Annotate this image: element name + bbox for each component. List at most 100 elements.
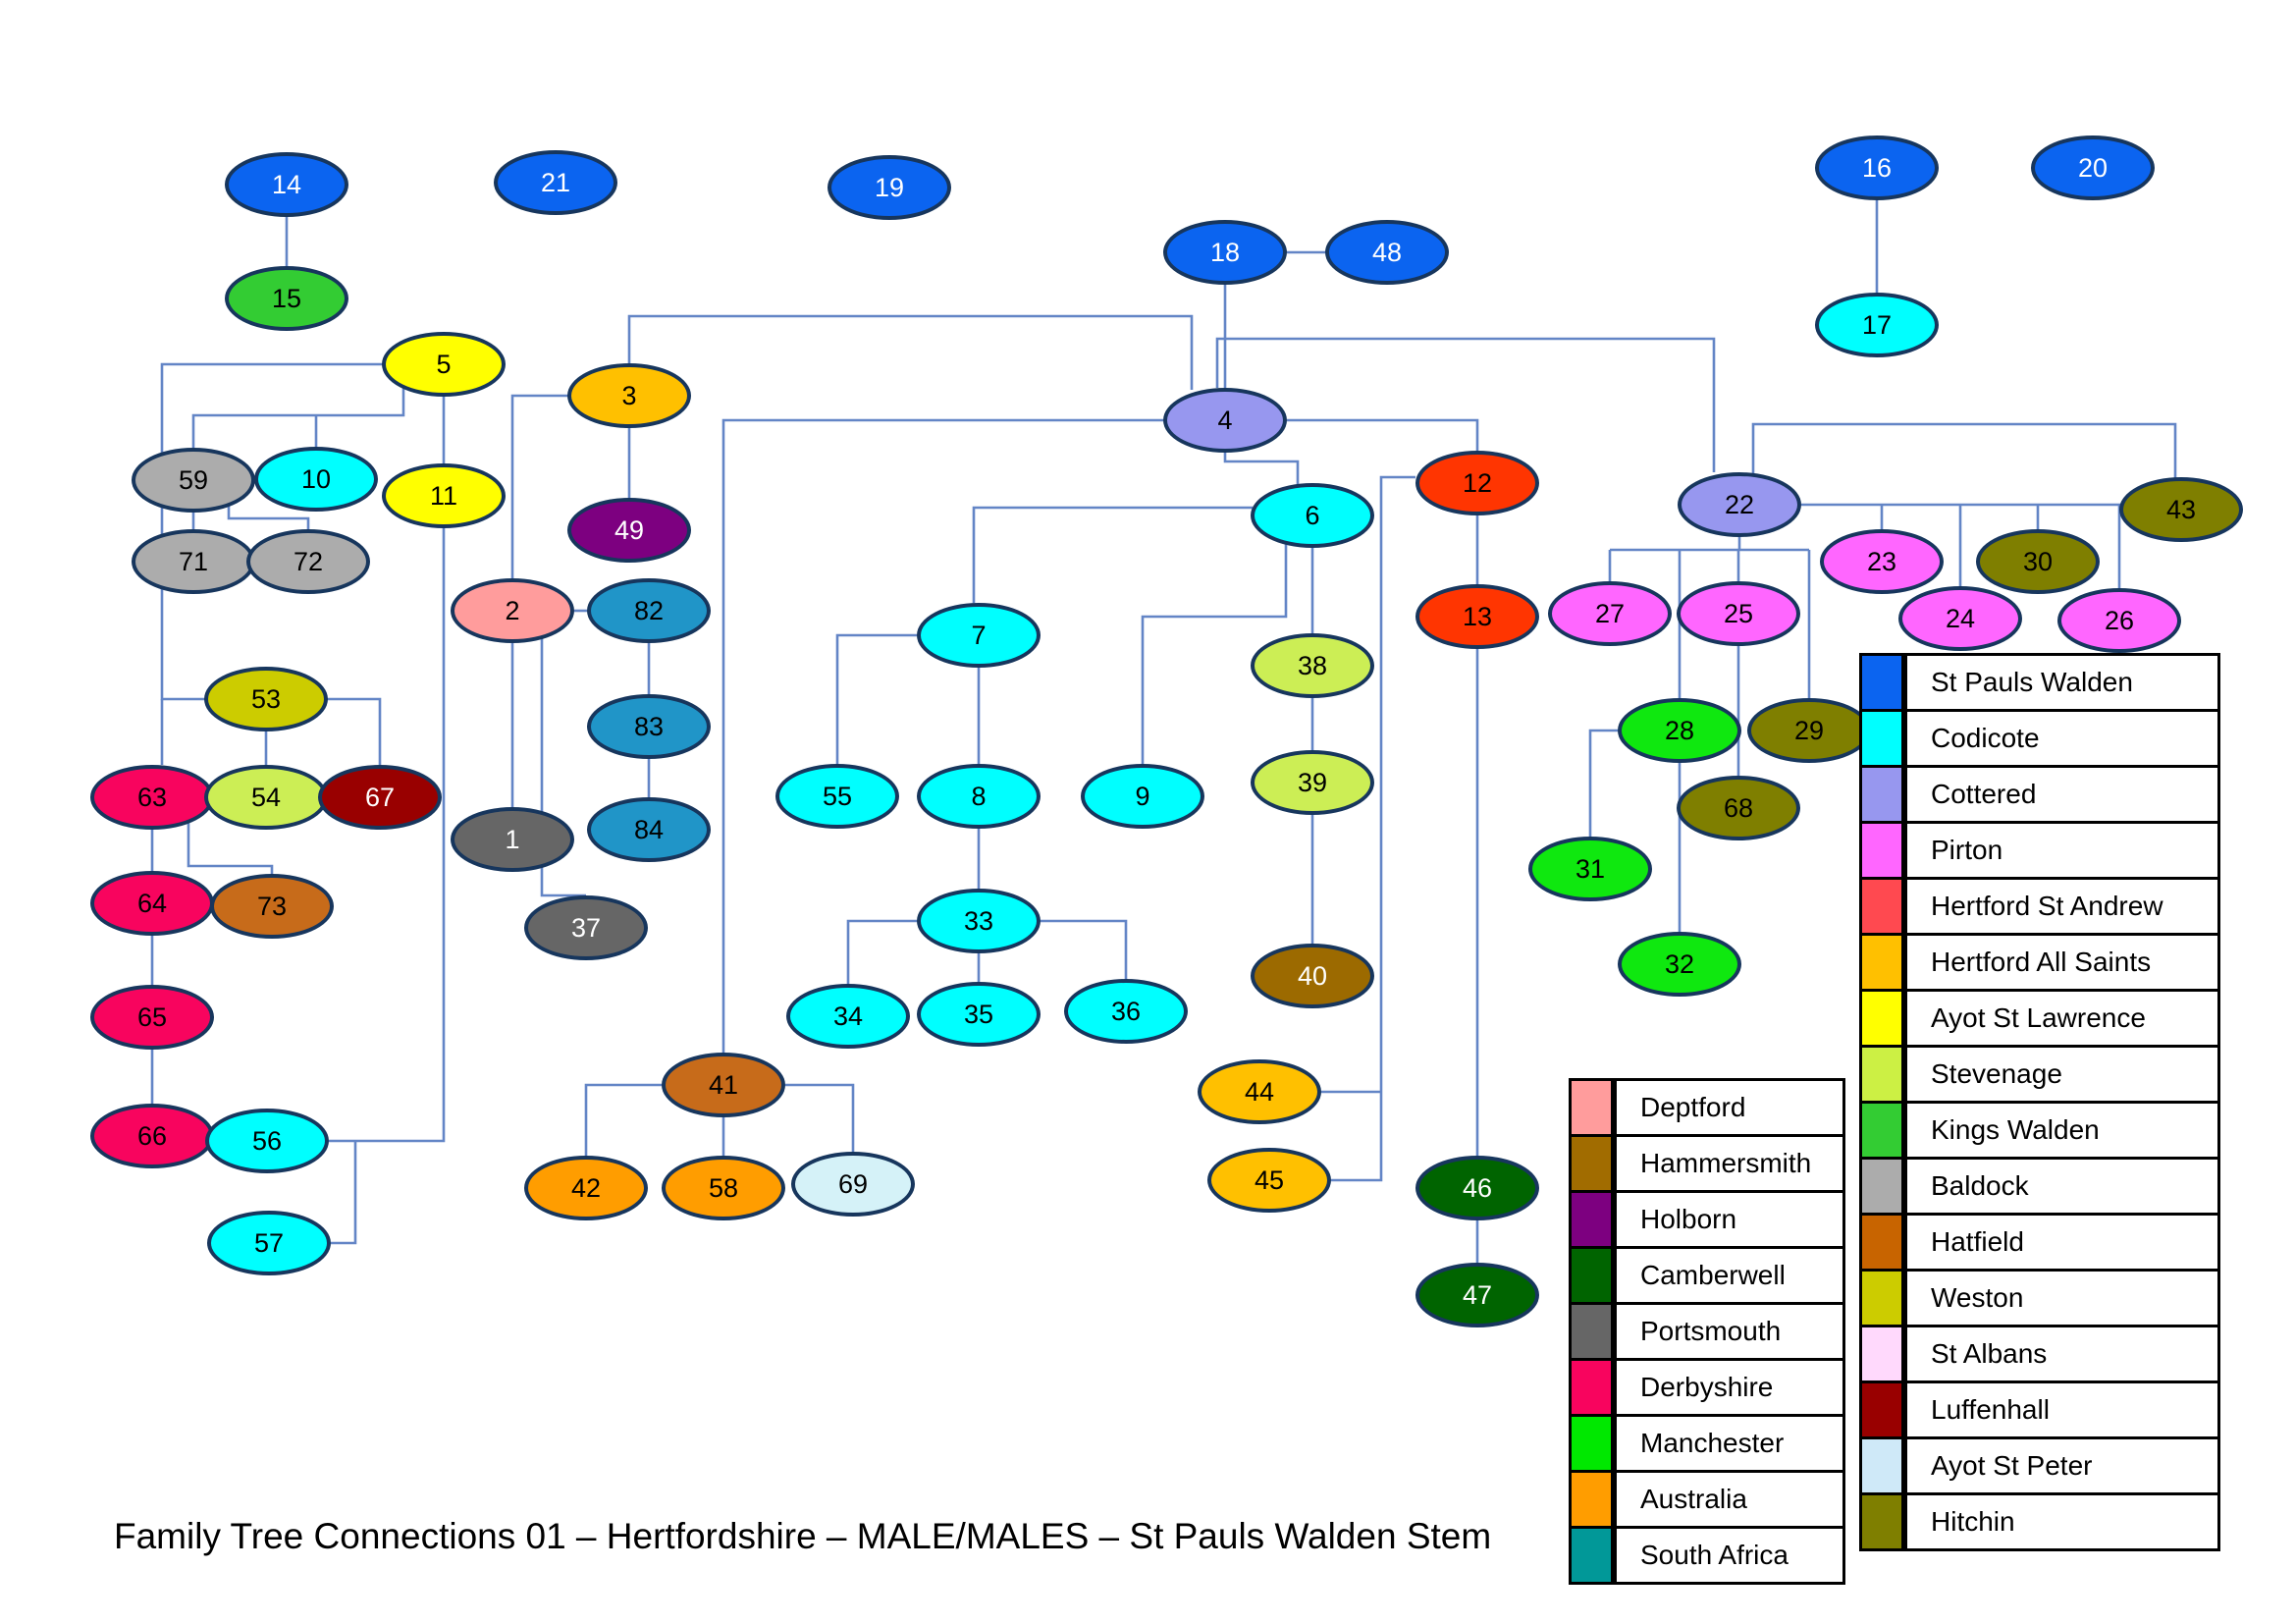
node-11: 11 — [382, 463, 506, 528]
node-69: 69 — [791, 1152, 915, 1217]
legend-row-hatfield: Hatfield — [1859, 1213, 2220, 1272]
node-34: 34 — [786, 984, 910, 1049]
legend-swatch — [1859, 1101, 1904, 1160]
legend-label: South Africa — [1614, 1526, 1845, 1585]
node-label: 68 — [1723, 792, 1754, 823]
node-6: 6 — [1251, 483, 1374, 548]
node-37: 37 — [524, 895, 648, 960]
legend-label: Stevenage — [1904, 1045, 2220, 1104]
legend-swatch — [1859, 933, 1904, 992]
legend-row-camberwell: Camberwell — [1569, 1246, 1845, 1305]
edge-3-2 — [510, 394, 568, 578]
node-label: 6 — [1305, 500, 1320, 530]
node-label: 41 — [708, 1069, 739, 1100]
node-1: 1 — [451, 807, 574, 872]
node-49: 49 — [567, 498, 691, 563]
legend-swatch — [1859, 1213, 1904, 1272]
node-label: 11 — [429, 480, 458, 511]
node-9: 9 — [1081, 764, 1204, 829]
legend-label: Hatfield — [1904, 1213, 2220, 1272]
node-label: 67 — [364, 782, 396, 812]
node-label: 22 — [1724, 489, 1755, 519]
legend-label: Kings Walden — [1904, 1101, 2220, 1160]
node-label: 56 — [251, 1125, 283, 1156]
node-25: 25 — [1677, 581, 1800, 646]
legend-row-hitchin: Hitchin — [1859, 1492, 2220, 1551]
edge-56-57 — [331, 1141, 357, 1245]
legend-swatch — [1859, 821, 1904, 880]
legend-label: Codicote — [1904, 709, 2220, 768]
legend-label: Australia — [1614, 1470, 1845, 1529]
node-36: 36 — [1064, 979, 1188, 1044]
legend-row-hertford-st-andrew: Hertford St Andrew — [1859, 877, 2220, 936]
node-label: 73 — [256, 891, 288, 921]
node-label: 35 — [963, 999, 994, 1029]
node-label: 38 — [1297, 650, 1328, 680]
legend-row-codicote: Codicote — [1859, 709, 2220, 768]
node-63: 63 — [90, 765, 214, 830]
node-21: 21 — [494, 150, 617, 215]
node-label: 3 — [621, 380, 637, 410]
node-label: 31 — [1575, 853, 1606, 884]
node-label: 42 — [570, 1172, 602, 1203]
node-label: 8 — [971, 781, 987, 811]
edge-5-53 — [160, 362, 393, 701]
node-44: 44 — [1198, 1059, 1321, 1124]
node-label: 26 — [2104, 605, 2135, 635]
node-label: 45 — [1254, 1164, 1285, 1195]
legend-row-portsmouth: Portsmouth — [1569, 1302, 1845, 1361]
node-59: 59 — [132, 448, 255, 513]
node-24: 24 — [1898, 586, 2022, 651]
edge-6-9 — [1141, 542, 1288, 764]
node-label: 63 — [136, 782, 168, 812]
node-84: 84 — [587, 797, 711, 862]
node-label: 36 — [1110, 996, 1142, 1026]
node-label: 1 — [505, 824, 520, 854]
node-72: 72 — [246, 529, 370, 594]
node-label: 84 — [633, 814, 665, 844]
node-55: 55 — [775, 764, 899, 829]
node-label: 59 — [178, 464, 209, 495]
node-31: 31 — [1528, 837, 1652, 901]
node-39: 39 — [1251, 750, 1374, 815]
edge-4-41 — [721, 418, 1163, 1053]
legend-swatch — [1859, 1492, 1904, 1551]
node-label: 44 — [1244, 1076, 1275, 1107]
legend-row-ayot-st-peter: Ayot St Peter — [1859, 1436, 2220, 1495]
legend-row-cottered: Cottered — [1859, 765, 2220, 824]
legend-swatch — [1569, 1470, 1614, 1529]
legend-swatch — [1569, 1358, 1614, 1417]
node-20: 20 — [2031, 135, 2155, 200]
node-label: 40 — [1297, 960, 1328, 991]
legend-row-st-albans: St Albans — [1859, 1325, 2220, 1383]
edge-41-69 — [785, 1083, 855, 1152]
legend-label: St Albans — [1904, 1325, 2220, 1383]
node-53: 53 — [204, 667, 328, 731]
node-label: 64 — [136, 888, 168, 918]
node-label: 5 — [436, 349, 452, 379]
legend-label: Deptford — [1614, 1078, 1845, 1137]
edge-22-43 — [1751, 422, 2177, 479]
legend-label: Manchester — [1614, 1414, 1845, 1473]
node-58: 58 — [662, 1156, 785, 1220]
node-label: 71 — [178, 546, 209, 576]
node-23: 23 — [1820, 529, 1944, 594]
edge-12-45 — [1331, 475, 1415, 1182]
legend-swatch — [1859, 877, 1904, 936]
legend-label: Ayot St Lawrence — [1904, 989, 2220, 1048]
node-38: 38 — [1251, 633, 1374, 698]
node-47: 47 — [1415, 1263, 1539, 1327]
legend-label: Hertford All Saints — [1904, 933, 2220, 992]
node-15: 15 — [225, 266, 348, 331]
node-4: 4 — [1163, 388, 1287, 453]
legend-row-hertford-all-saints: Hertford All Saints — [1859, 933, 2220, 992]
node-73: 73 — [210, 874, 334, 939]
legend-swatch — [1569, 1078, 1614, 1137]
edge-11-56 — [329, 528, 446, 1143]
node-label: 15 — [271, 283, 302, 313]
node-label: 34 — [832, 1001, 864, 1031]
node-26: 26 — [2057, 588, 2181, 653]
legend-row-derbyshire: Derbyshire — [1569, 1358, 1845, 1417]
edge-4-6 — [1223, 453, 1300, 485]
